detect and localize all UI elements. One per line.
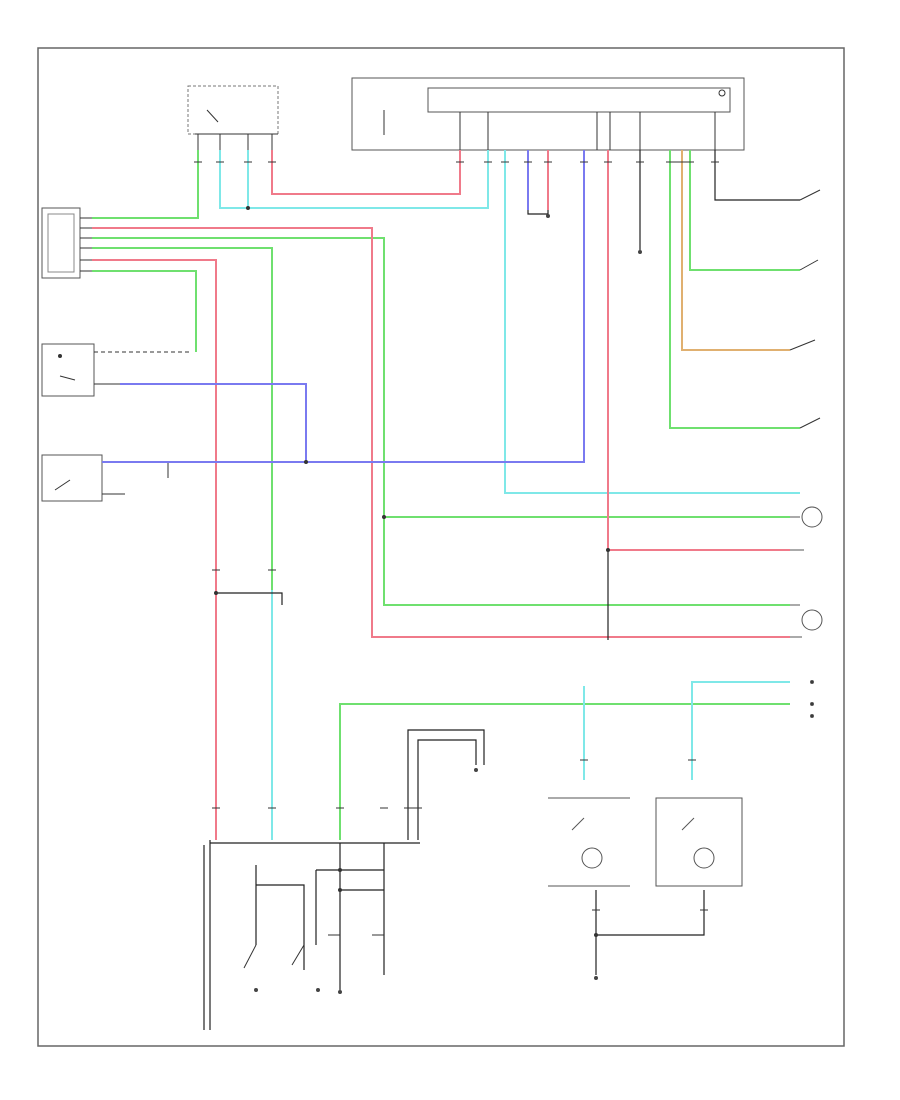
wire-orange [681,150,790,351]
wire-cyan [219,150,489,209]
wire-red [92,259,217,840]
switch-icon [41,454,169,502]
wire-green [339,703,790,840]
wire-red [271,150,461,195]
relay-icon [187,85,279,150]
switch-icon [789,189,821,429]
wire-green [689,150,800,271]
wire-green [92,270,197,352]
control-unit-block-icon [351,77,745,151]
ground-icon [254,214,642,994]
wire-black [714,150,800,201]
combination-switch-icon [243,934,384,969]
wire-cyan [504,150,800,494]
wire-cyan [691,681,790,780]
connector-icon [194,161,719,911]
wire-green [92,247,273,840]
wire-black [256,884,305,970]
relay-icon [548,797,743,887]
wire-black [407,729,485,840]
wire-black [596,890,705,936]
wire-black [216,592,283,605]
wire-black [417,739,477,840]
switch-icon [41,343,190,397]
wire-blue [102,150,585,463]
wire-green [92,237,790,606]
wire-green [92,150,199,219]
wire-blue [120,383,307,462]
diagram-frame [37,47,845,1047]
wire-black [527,210,549,215]
wire-green [669,150,800,429]
splice-points [214,206,610,937]
indicator-lamp-icon [790,506,823,718]
wire-red [92,227,790,638]
combination-switch-icon [41,207,92,279]
